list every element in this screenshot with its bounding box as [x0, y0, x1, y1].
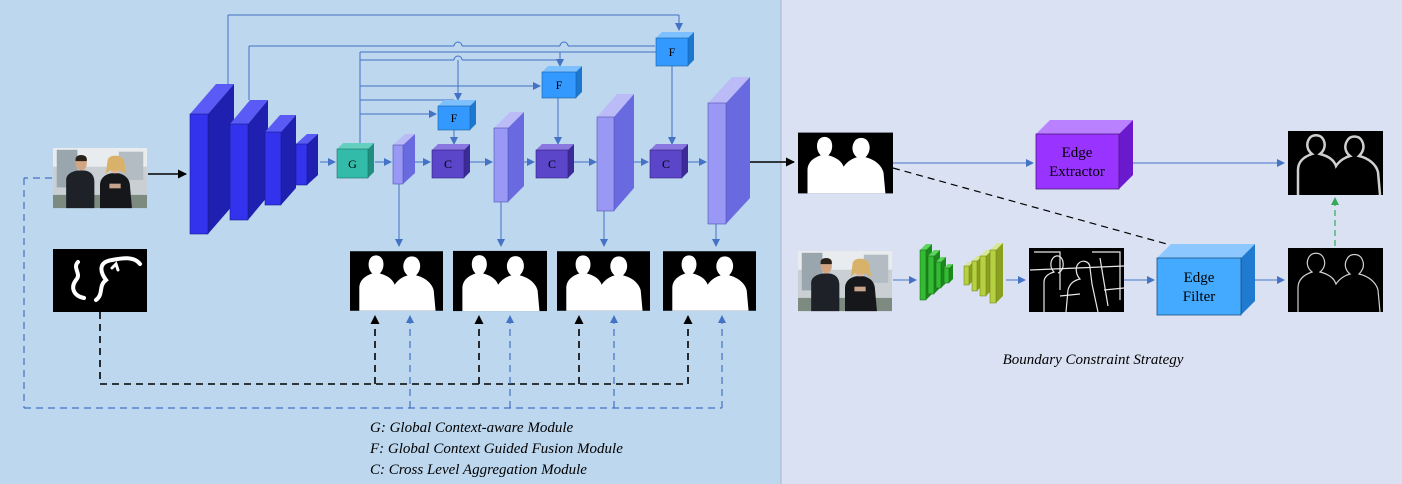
module-c1-label: C [444, 157, 452, 171]
saliency-map-1 [350, 251, 443, 311]
decoder-block-2 [493, 112, 524, 203]
main-flow [320, 66, 707, 166]
module-c3-label: C [662, 157, 670, 171]
prediction-arrows [395, 184, 720, 247]
encoder-block-4 [295, 134, 318, 186]
decoder-block-4 [707, 77, 750, 225]
edge-network [919, 243, 1003, 304]
aggregation-module-2: C [535, 144, 574, 179]
edge-filter-line2: Filter [1183, 289, 1216, 305]
input-image [53, 147, 147, 209]
encoder-block-1 [189, 84, 234, 235]
encoder-block-3 [264, 115, 296, 206]
decoder-block-3 [596, 94, 634, 212]
raw-edge-map [1029, 248, 1125, 313]
skip-connections [227, 14, 683, 144]
legend-g: G: Global Context-aware Module [370, 420, 574, 436]
saliency-map-2 [453, 250, 547, 312]
edge-net-decoder [963, 243, 1003, 304]
encoder-block-2 [229, 100, 268, 221]
edge-filter-line1: Edge [1184, 270, 1215, 286]
edge-extractor: Edge Extractor [1035, 120, 1133, 190]
legend-f: F: Global Context Guided Fusion Module [369, 441, 623, 457]
encoder-decoder-panel [0, 0, 781, 484]
scribble-annotation [53, 249, 147, 312]
edge-net-encoder [919, 244, 953, 301]
global-context-module: G [336, 143, 374, 179]
boundary-panel [781, 0, 1402, 484]
input-image-copy [798, 250, 892, 312]
saliency-map-4 [663, 251, 756, 311]
filtered-edge-map [1288, 248, 1383, 313]
boundary-strategy-title: Boundary Constraint Strategy [1003, 352, 1184, 368]
final-saliency-map [798, 132, 893, 194]
edge-extractor-line2: Extractor [1049, 164, 1105, 180]
fusion-module-2: F [541, 66, 582, 99]
edge-extractor-line1: Edge [1062, 145, 1093, 161]
edge-output-map [1288, 131, 1383, 196]
legend-c: C: Cross Level Aggregation Module [370, 462, 587, 478]
module-f3-label: F [669, 45, 676, 59]
module-f2-label: F [556, 78, 563, 92]
aggregation-module-1: C [431, 144, 470, 179]
edge-filter: Edge Filter [1156, 244, 1255, 316]
fusion-module-1: F [437, 100, 476, 131]
aggregation-module-3: C [649, 144, 688, 179]
legend: G: Global Context-aware Module F: Global… [369, 420, 623, 478]
decoder-block-1 [392, 134, 415, 185]
saliency-map-3 [557, 251, 650, 311]
scribble-supervision [99, 312, 693, 385]
module-f1-label: F [451, 111, 458, 125]
fusion-module-3: F [655, 32, 694, 67]
module-g-label: G [348, 157, 357, 171]
image-supervision [23, 177, 726, 409]
module-c2-label: C [548, 157, 556, 171]
